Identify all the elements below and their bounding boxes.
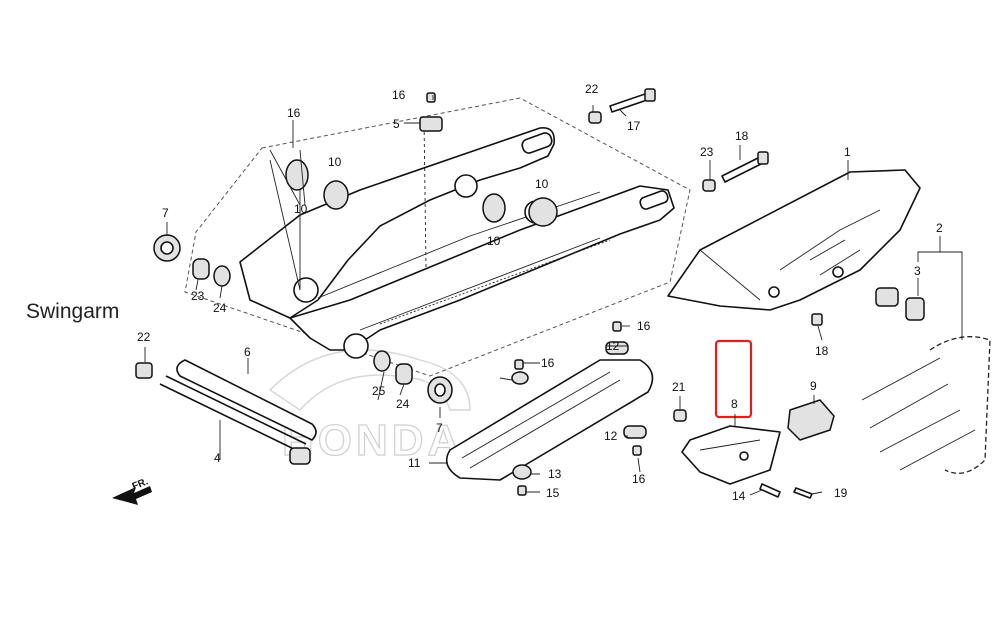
callout-2: 2 xyxy=(936,221,943,235)
callout-7b: 7 xyxy=(436,421,443,435)
callout-16: 16 xyxy=(392,88,406,102)
callout-13: 13 xyxy=(548,467,562,481)
callout-labels: 16 16 5 22 17 18 23 1 2 3 7 10 10 10 10 … xyxy=(137,82,943,503)
front-direction-arrow: FR. xyxy=(112,476,152,505)
callout-24: 24 xyxy=(213,301,227,315)
diagram-title: Swingarm xyxy=(26,300,120,323)
callout-17: 18 xyxy=(815,344,829,358)
chain-case-icon xyxy=(667,169,921,311)
callout-4: 4 xyxy=(214,451,221,465)
clip-icon xyxy=(419,116,443,132)
callout-1: 1 xyxy=(844,145,851,159)
callout-15: 14 xyxy=(732,489,746,503)
callout-11: 11 xyxy=(408,456,421,470)
callout-19: 19 xyxy=(834,486,848,500)
bolt-icon xyxy=(426,88,823,499)
callout-10d: 10 xyxy=(487,234,501,248)
callout-7: 7 xyxy=(162,206,169,220)
callout-12: 12 xyxy=(606,339,620,353)
guide-pad-icon xyxy=(787,399,835,441)
callout-14: 16 xyxy=(287,106,301,120)
callout-20: 21 xyxy=(672,380,686,394)
callout-10a: 10 xyxy=(328,155,342,169)
chain-slider-icon xyxy=(445,341,654,481)
callout-22: 22 xyxy=(585,82,599,96)
leader-lines xyxy=(144,95,963,496)
callout-18: 17 xyxy=(627,119,641,133)
callout-18b: 18 xyxy=(735,129,749,143)
drive-chain-icon xyxy=(861,336,991,474)
bearing-icon xyxy=(153,234,453,404)
callout-21: 22 xyxy=(137,330,151,344)
chain-joint-icon xyxy=(875,287,925,321)
callout-5: 5 xyxy=(393,117,400,131)
callout-3: 3 xyxy=(914,264,921,278)
swingarm-group-outline xyxy=(184,97,691,377)
callout-8: 8 xyxy=(731,397,738,411)
callout-16d: 16 xyxy=(632,472,646,486)
callout-23: 23 xyxy=(191,289,205,303)
bushing-icon xyxy=(285,159,558,227)
nut-icon xyxy=(135,111,716,422)
callout-16e: 15 xyxy=(546,486,560,500)
callout-24b: 25 xyxy=(372,384,386,398)
highlight-box xyxy=(714,339,753,419)
swingarm-icon xyxy=(239,119,675,359)
callout-10b: 10 xyxy=(294,202,308,216)
chain-guide-icon xyxy=(681,425,781,485)
callout-16c: 16 xyxy=(541,356,555,370)
callout-9: 9 xyxy=(810,379,817,393)
pivot-shaft-icon xyxy=(159,359,317,465)
callout-6: 6 xyxy=(244,345,251,359)
callout-16b: 16 xyxy=(637,319,651,333)
callout-22b: 23 xyxy=(700,145,714,159)
callout-12b: 12 xyxy=(604,429,618,443)
collar-icon xyxy=(192,258,413,385)
callout-23b: 24 xyxy=(396,397,410,411)
callout-10c: 10 xyxy=(535,177,549,191)
